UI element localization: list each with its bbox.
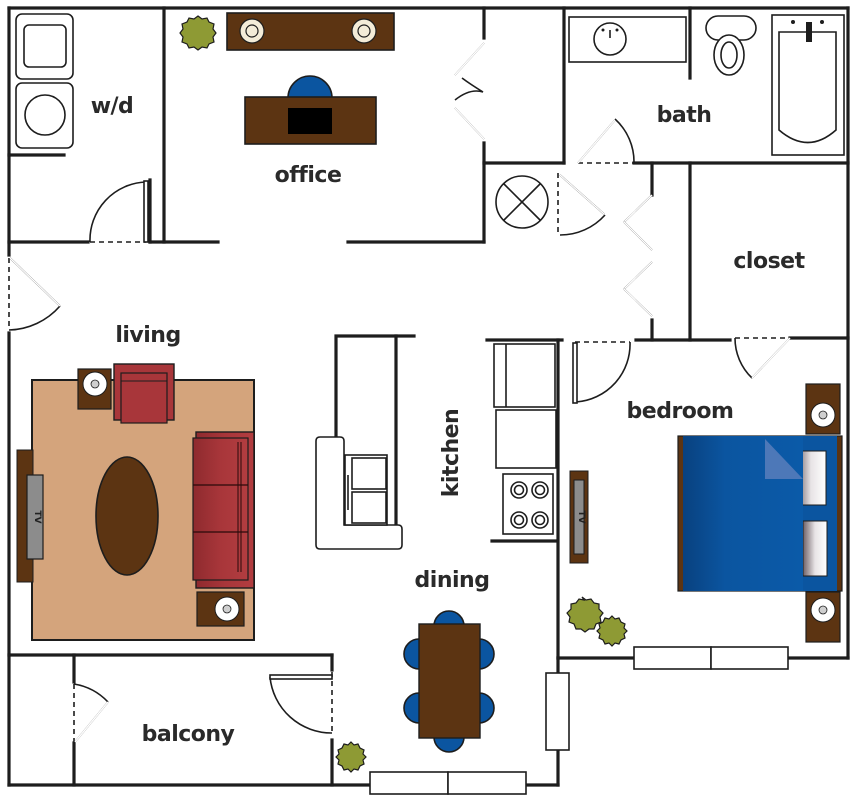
room-label-kitchen: kitchen — [439, 409, 464, 497]
coffee-table-icon — [95, 456, 159, 576]
room-label-bedroom: bedroom — [627, 399, 734, 424]
plant-icon — [596, 615, 628, 647]
washer-dryer — [15, 13, 74, 149]
kitchen-fixtures — [315, 334, 557, 550]
room-label-closet: closet — [733, 249, 805, 274]
plant-icon — [335, 741, 367, 773]
room-label-dining: dining — [415, 568, 490, 593]
plant-icon — [566, 596, 604, 633]
water-heater-icon — [495, 175, 549, 229]
windows — [369, 646, 789, 795]
bedroom-furniture: TV — [566, 383, 843, 647]
tv-icon — [573, 479, 585, 555]
doors — [8, 42, 791, 743]
dining-table-icon — [418, 623, 481, 739]
dining-furniture — [335, 610, 495, 773]
room-label-bath: bath — [657, 103, 712, 128]
living-tv-label: TV — [32, 510, 42, 523]
chair-icon — [287, 75, 333, 99]
bedroom-tv-label: TV — [576, 510, 586, 523]
living-furniture: TV — [16, 363, 255, 641]
bath-fixtures — [568, 14, 845, 156]
room-label-balcony: balcony — [142, 722, 235, 747]
plant-icon — [179, 15, 217, 51]
office-furniture — [179, 12, 395, 145]
tv-icon — [26, 474, 44, 560]
room-label-office: office — [275, 163, 342, 188]
room-label-wd: w/d — [91, 94, 134, 119]
room-labels: w/d office bath closet living kitchen be… — [91, 94, 806, 747]
room-label-living: living — [115, 323, 180, 348]
